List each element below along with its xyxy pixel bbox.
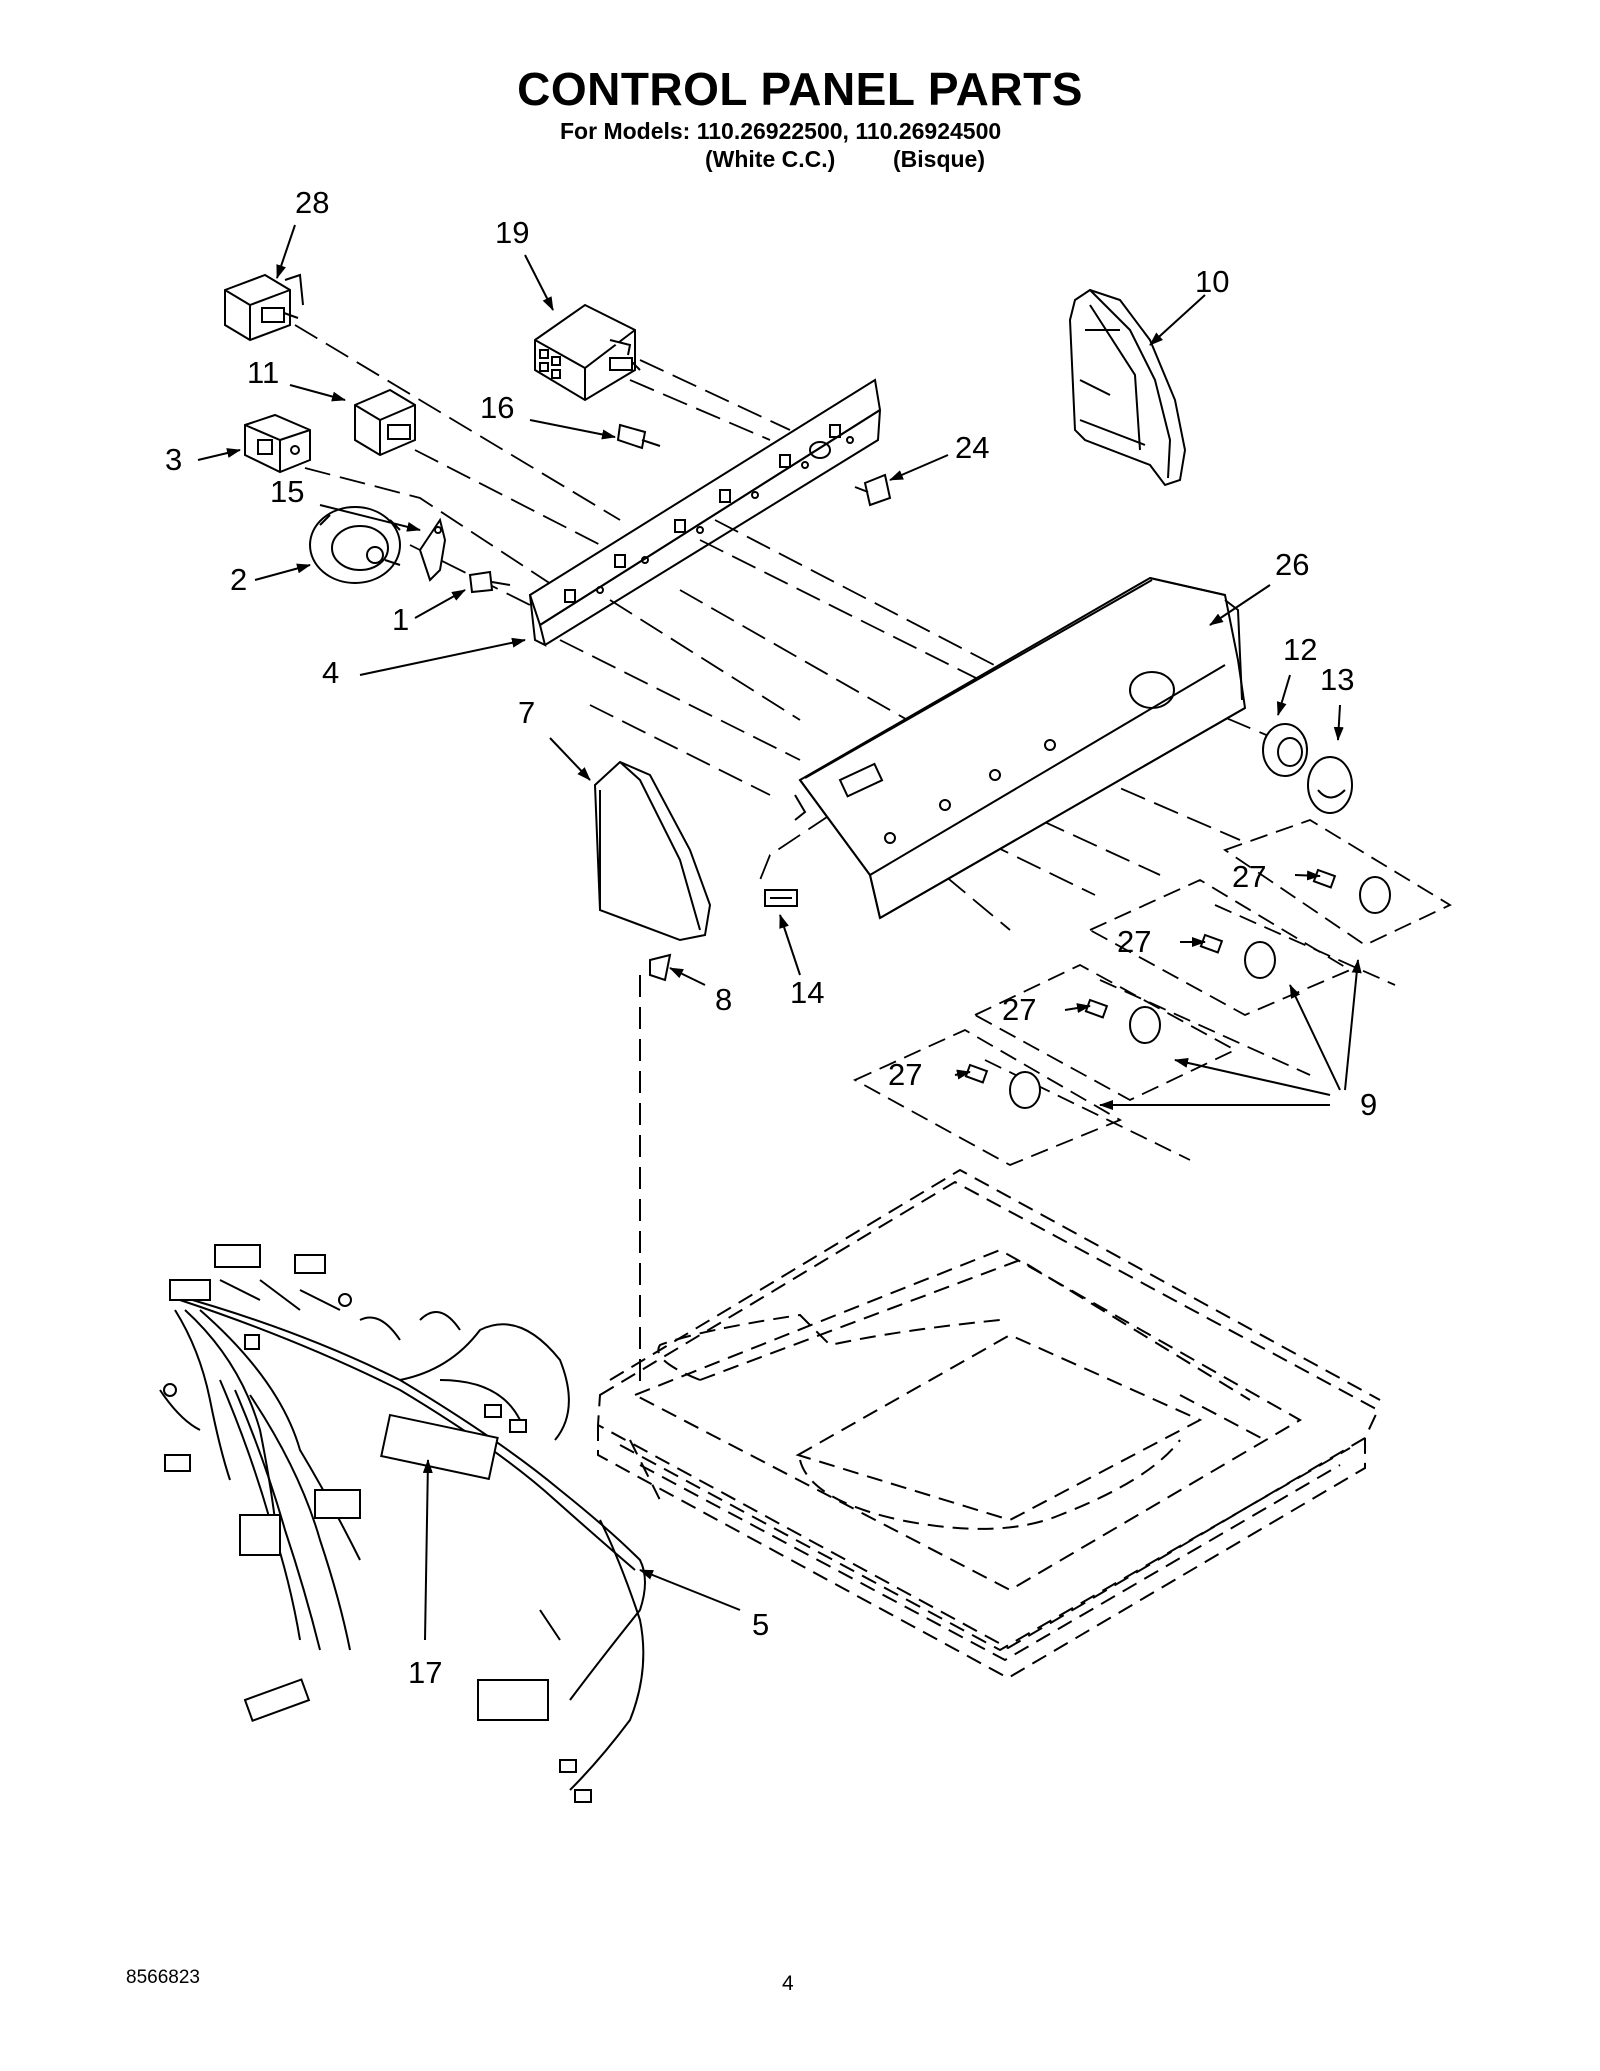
callout-7: 7 — [518, 695, 535, 730]
callout-9: 9 — [1360, 1087, 1377, 1122]
page-title: CONTROL PANEL PARTS — [517, 63, 1083, 115]
display-part-14 — [764, 889, 798, 907]
callout-27c: 27 — [1002, 992, 1036, 1027]
end-cap-part-7 — [593, 760, 712, 942]
variant-bisque: (Bisque) — [893, 146, 985, 172]
callout-8: 8 — [715, 982, 732, 1017]
callout-28: 28 — [295, 185, 329, 220]
knob-group-boxes — [852, 819, 1452, 1166]
callout-17: 17 — [408, 1655, 442, 1690]
screw-part-16 — [616, 423, 661, 450]
callout-10: 10 — [1195, 264, 1229, 299]
wire-harness-part-5 — [159, 1279, 646, 1791]
callout-13: 13 — [1320, 662, 1354, 697]
models-line: For Models: 110.26922500, 110.26924500 — [560, 118, 1002, 144]
washer-top-outline — [596, 1168, 1381, 1680]
control-bracket-part — [528, 378, 882, 647]
variant-white: (White C.C.) — [705, 146, 836, 172]
callout-arrows — [197, 224, 1362, 1641]
callout-labels: 28 19 10 11 16 24 3 15 2 1 4 26 12 13 7 … — [165, 185, 1377, 1690]
callout-11: 11 — [247, 355, 279, 390]
switch-part-11 — [354, 388, 416, 457]
callout-27d: 27 — [888, 1057, 922, 1092]
callout-27b: 27 — [1117, 924, 1151, 959]
callout-24: 24 — [955, 430, 989, 465]
knob-set-part-9 — [964, 868, 1391, 1109]
callout-14: 14 — [790, 975, 824, 1010]
callout-3: 3 — [165, 442, 182, 477]
callout-5: 5 — [752, 1607, 769, 1642]
callout-1: 1 — [392, 602, 409, 637]
timer-part-2 — [309, 506, 401, 584]
switch-part-28 — [224, 273, 304, 342]
callout-12: 12 — [1283, 632, 1317, 667]
doc-number: 8566823 — [126, 1967, 200, 1988]
end-cap-part-10 — [1068, 288, 1187, 487]
page-number: 4 — [782, 1972, 794, 1995]
callout-26: 26 — [1275, 547, 1309, 582]
callout-2: 2 — [230, 562, 247, 597]
harness-connectors — [163, 1244, 592, 1803]
callout-4: 4 — [322, 655, 339, 690]
callout-15: 15 — [270, 474, 304, 509]
knob-part-13 — [1307, 756, 1353, 814]
callout-27a: 27 — [1232, 859, 1266, 894]
control-console-part — [794, 576, 1247, 920]
switch-part-3 — [244, 413, 311, 474]
clip-part-8 — [649, 953, 672, 982]
callout-16: 16 — [480, 390, 514, 425]
screw-part-24 — [854, 473, 892, 507]
timer-part-19 — [534, 303, 641, 402]
callout-19: 19 — [495, 215, 529, 250]
knob-part-12 — [1262, 723, 1308, 777]
clip-part-15 — [418, 517, 447, 582]
screw-part-1 — [468, 570, 511, 594]
